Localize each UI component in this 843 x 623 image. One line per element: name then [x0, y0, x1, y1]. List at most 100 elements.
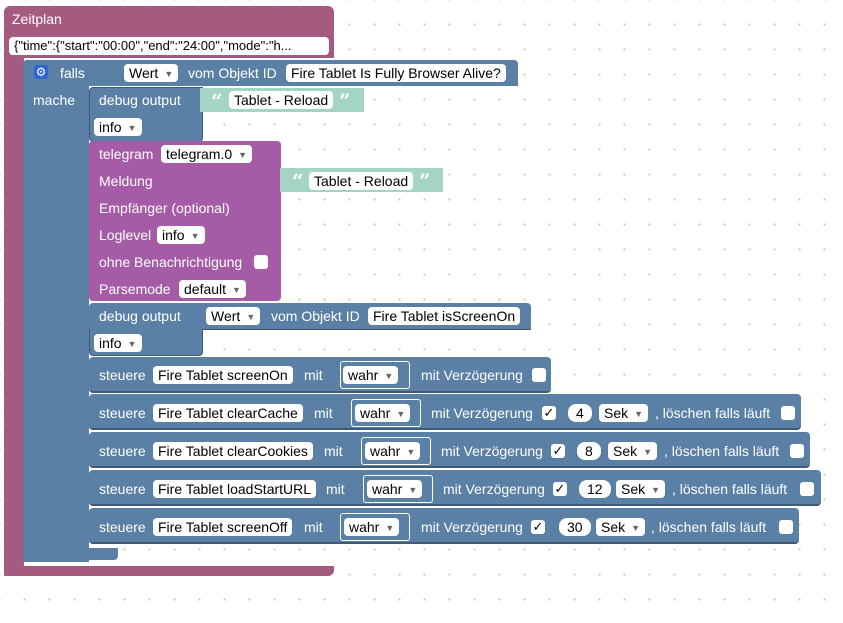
telegram-message-field[interactable]: Tablet - Reload	[309, 172, 414, 190]
if-value-dropdown[interactable]: Wert▼	[124, 64, 179, 82]
chevron-down-icon: ▼	[396, 409, 406, 419]
control-with-label: mit	[314, 405, 333, 421]
control-value-socket	[340, 513, 410, 541]
control-value-label: wahr	[372, 481, 403, 497]
control-unit-label: Sek	[621, 481, 646, 497]
control-delay-number[interactable]: 4	[568, 404, 592, 422]
control-delay-label: mit Verzögerung	[443, 481, 545, 497]
debug2-from-object-label: vom Objekt ID	[271, 308, 360, 324]
control-with-label: mit	[304, 367, 323, 383]
chevron-down-icon: ▼	[190, 231, 200, 241]
control-value-dropdown[interactable]: wahr ▼	[365, 442, 421, 460]
telegram-recipient-label: Empfänger (optional)	[99, 200, 230, 216]
control-object-field[interactable]: Fire Tablet screenOn	[153, 366, 293, 384]
control-delay-checkbox[interactable]: ✓	[553, 481, 567, 496]
debug-level-dropdown-1[interactable]: info ▼	[94, 118, 142, 136]
chevron-down-icon: ▼	[127, 339, 137, 349]
control-delay-label: mit Verzögerung	[421, 519, 523, 535]
debug-level-dropdown-2[interactable]: info ▼	[94, 334, 142, 352]
control-delay-checkbox[interactable]: ✓	[551, 443, 565, 458]
telegram-parsemode-dropdown[interactable]: default▼	[179, 280, 246, 298]
control-value-label: wahr	[370, 443, 401, 459]
control-object-field[interactable]: Fire Tablet screenOff	[153, 518, 293, 536]
control-clear-label: , löschen falls läuft	[651, 519, 767, 535]
control-value-socket	[351, 399, 421, 427]
debug2-value-dropdown[interactable]: Wert▼	[206, 307, 261, 325]
open-quote-icon: “	[292, 169, 304, 193]
telegram-instance-dropdown[interactable]: telegram.0▼	[161, 145, 253, 163]
control-clear-label: , löschen falls läuft	[655, 405, 771, 421]
if-block-spine	[23, 86, 89, 110]
debug-label-1: debug output	[99, 92, 181, 108]
control-value-dropdown[interactable]: wahr▼	[344, 518, 400, 536]
control-label: steuere	[99, 367, 146, 383]
control-object-field[interactable]: Fire Tablet loadStartURL	[153, 480, 317, 498]
control-unit-dropdown[interactable]: Sek ▼	[608, 442, 658, 460]
close-quote-icon: ”	[339, 89, 351, 113]
debug-level-label-2: info	[99, 335, 122, 351]
telegram-silent-checkbox[interactable]	[254, 255, 268, 269]
control-delay-checkbox[interactable]	[532, 368, 546, 382]
control-label: steuere	[99, 443, 146, 459]
if-from-object-label: vom Objekt ID	[188, 65, 277, 81]
control-unit-dropdown[interactable]: Sek▼	[599, 404, 649, 422]
telegram-loglevel-label: Loglevel	[99, 227, 152, 243]
control-clear-label: , löschen falls läuft	[664, 443, 780, 459]
debug2-value-label: Wert	[211, 308, 241, 324]
control-delay-checkbox[interactable]: ✓	[531, 519, 545, 534]
debug2-object-field[interactable]: Fire Tablet isScreenOn	[368, 307, 521, 325]
control-value-dropdown[interactable]: wahr ▼	[343, 366, 399, 384]
debug-level-label-1: info	[99, 119, 122, 135]
control-with-label: mit	[324, 443, 343, 459]
control-unit-dropdown[interactable]: Sek ▼	[596, 518, 646, 536]
if-block-spine-lower	[23, 110, 89, 562]
then-label: mache	[33, 92, 76, 108]
control-clear-checkbox[interactable]	[790, 444, 804, 458]
control-unit-label: Sek	[613, 443, 638, 459]
chevron-down-icon: ▼	[406, 447, 416, 457]
control-value-dropdown[interactable]: wahr ▼	[355, 404, 411, 422]
control-clear-checkbox[interactable]	[779, 520, 793, 534]
control-object-field[interactable]: Fire Tablet clearCache	[153, 404, 303, 422]
control-object-field[interactable]: Fire Tablet clearCookies	[153, 442, 313, 460]
chevron-down-icon: ▼	[238, 150, 248, 160]
schedule-title: Zeitplan	[12, 11, 62, 27]
telegram-block[interactable]	[89, 141, 281, 301]
control-unit-dropdown[interactable]: Sek▼	[616, 480, 666, 498]
chevron-down-icon: ▼	[385, 523, 395, 533]
chevron-down-icon: ▼	[634, 409, 644, 419]
telegram-loglevel-dropdown[interactable]: info ▼	[157, 226, 205, 244]
control-with-label: mit	[326, 481, 345, 497]
control-delay-number[interactable]: 12	[579, 480, 611, 498]
control-value-label: wahr	[348, 367, 379, 383]
telegram-parsemode-value: default	[184, 281, 227, 297]
control-clear-checkbox[interactable]	[781, 406, 795, 420]
telegram-message-label: Meldung	[99, 173, 153, 189]
control-with-label: mit	[304, 519, 323, 535]
chevron-down-icon: ▼	[631, 523, 641, 533]
control-label: steuere	[99, 519, 146, 535]
chevron-down-icon: ▼	[384, 371, 394, 381]
control-delay-number[interactable]: 30	[559, 518, 591, 536]
control-unit-label: Sek	[601, 519, 626, 535]
chevron-down-icon: ▼	[643, 447, 653, 457]
if-object-field[interactable]: Fire Tablet Is Fully Browser Alive?	[286, 64, 506, 82]
control-value-socket	[363, 475, 433, 503]
telegram-loglevel-value: info	[162, 227, 185, 243]
telegram-silent-label: ohne Benachrichtigung	[99, 254, 243, 270]
open-quote-icon: “	[211, 89, 223, 113]
telegram-label: telegram	[99, 146, 154, 162]
settings-gear-icon[interactable]: ⚙	[34, 65, 48, 79]
chevron-down-icon: ▼	[127, 123, 137, 133]
debug-text-field-1[interactable]: Tablet - Reload	[229, 91, 334, 109]
chevron-down-icon: ▼	[408, 485, 418, 495]
control-value-dropdown[interactable]: wahr ▼	[367, 480, 423, 498]
schedule-config-field[interactable]: {"time":{"start":"00:00","end":"24:00","…	[9, 37, 329, 55]
control-value-label: wahr	[360, 405, 391, 421]
control-delay-number[interactable]: 8	[577, 442, 601, 460]
control-label: steuere	[99, 481, 146, 497]
schedule-block-footer	[4, 566, 334, 576]
control-delay-checkbox[interactable]: ✓	[542, 405, 556, 420]
control-clear-checkbox[interactable]	[800, 482, 814, 496]
debug-label-2: debug output	[99, 308, 181, 324]
